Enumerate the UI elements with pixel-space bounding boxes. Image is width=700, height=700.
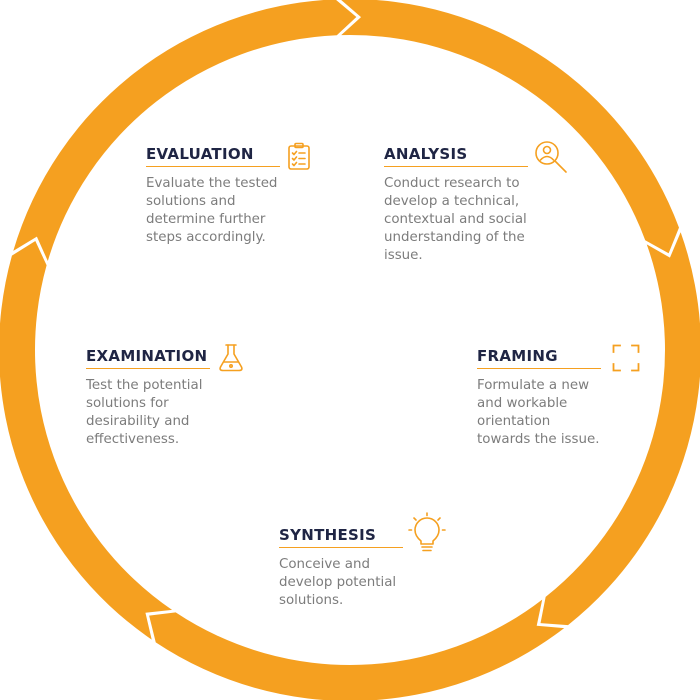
frame-corners-icon [612,344,640,372]
magnifier-person-icon [535,141,567,173]
step-title-synthesis: SYNTHESIS [279,526,403,548]
step-description-evaluation: Evaluate the tested solutions and determ… [146,176,278,245]
step-title-evaluation: EVALUATION [146,145,280,167]
step-description-synthesis: Conceive and develop potential solutions… [279,557,397,608]
arrow-segment-evaluation [13,0,357,262]
step-title-framing: FRAMING [477,347,601,369]
arrow-segment-examination [0,241,173,640]
clipboard-checklist-icon [288,142,310,170]
step-framing: FRAMING Formulate a new and workable ori… [477,347,607,449]
step-description-analysis: Conduct research to develop a technical,… [384,176,527,263]
step-title-analysis: ANALYSIS [384,145,528,167]
step-description-examination: Test the potential solutions for desirab… [86,378,203,447]
step-examination: EXAMINATION Test the potential solutions… [86,347,226,449]
lightbulb-icon [408,512,446,552]
step-analysis: ANALYSIS Conduct research to develop a t… [384,145,544,265]
flask-icon [219,344,243,372]
step-synthesis: SYNTHESIS Conceive and develop potential… [279,526,419,610]
arrow-segment-framing [540,232,700,626]
step-description-framing: Formulate a new and workable orientation… [477,378,600,447]
step-evaluation: EVALUATION Evaluate the tested solutions… [146,145,296,247]
arrow-segment-analysis [341,0,679,254]
step-title-examination: EXAMINATION [86,347,210,369]
arrow-segment-synthesis [149,599,565,700]
